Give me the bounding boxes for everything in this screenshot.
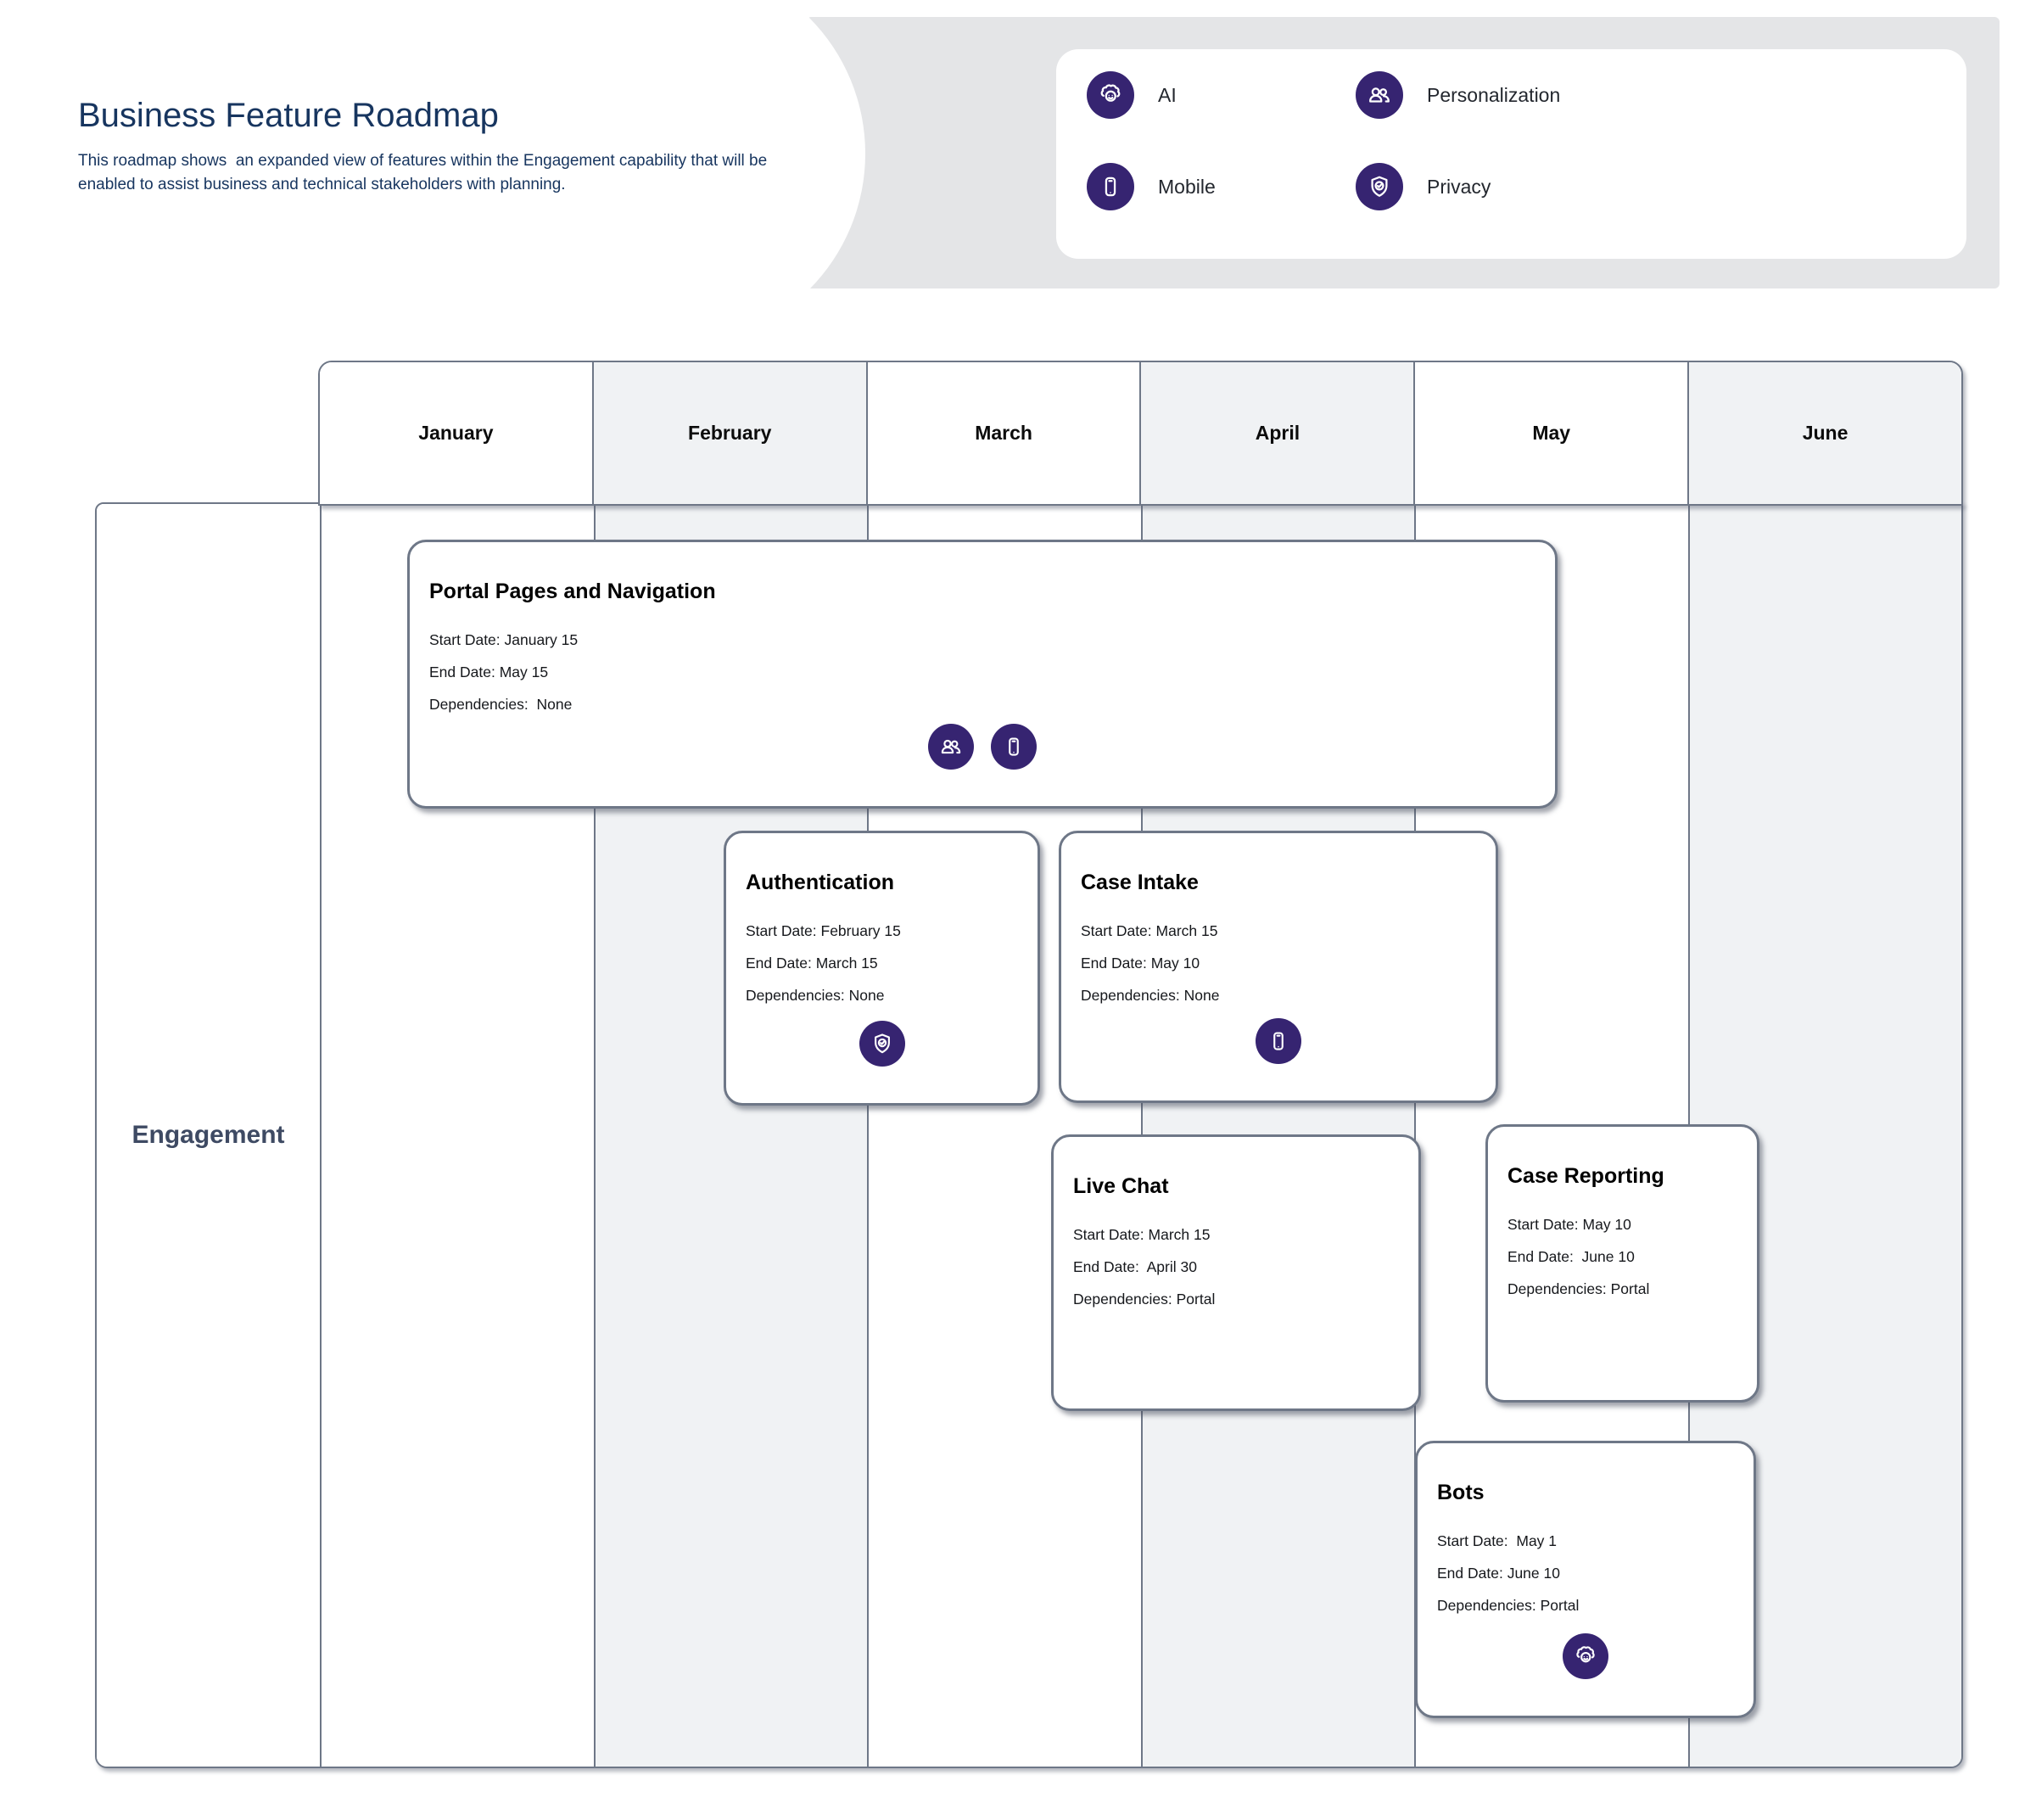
feature-title: Portal Pages and Navigation [429, 580, 716, 603]
mobile-icon [991, 724, 1037, 770]
feature-card-authentication[interactable]: Authentication Start Date: February 15 E… [724, 831, 1040, 1106]
feature-end-date: End Date: March 15 [746, 955, 878, 972]
month-label: March [975, 422, 1032, 444]
feature-end-date: End Date: May 10 [1081, 955, 1200, 972]
feature-title: Case Reporting [1507, 1164, 1664, 1188]
legend-item-privacy: Privacy [1356, 163, 1491, 210]
mobile-icon [1087, 163, 1134, 210]
header-band-notch [480, 0, 865, 346]
feature-end-date: End Date: April 30 [1073, 1258, 1197, 1275]
feature-start-date: Start Date: May 1 [1437, 1532, 1558, 1549]
feature-end-date: End Date: June 10 [1507, 1248, 1635, 1265]
feature-dependencies: Dependencies: Portal [1437, 1597, 1580, 1614]
personalization-icon [928, 724, 974, 770]
feature-dependencies: Dependencies: None [1081, 987, 1220, 1004]
legend-item-ai: AI [1087, 71, 1177, 119]
legend-item-personalization: Personalization [1356, 71, 1560, 119]
privacy-icon [1356, 163, 1403, 210]
feature-icon-row [1418, 1633, 1754, 1679]
legend-item-mobile: Mobile [1087, 163, 1216, 210]
ai-icon [1087, 71, 1134, 119]
feature-dependencies: Dependencies: None [746, 987, 885, 1004]
feature-title: Case Intake [1081, 871, 1199, 894]
feature-dependencies: Dependencies: Portal [1073, 1291, 1216, 1308]
feature-icon-row [1061, 1018, 1496, 1064]
month-label: April [1255, 422, 1300, 444]
title-block: Business Feature Roadmap This roadmap sh… [78, 95, 767, 197]
feature-card-case-reporting[interactable]: Case Reporting Start Date: May 10 End Da… [1485, 1124, 1759, 1403]
legend-label-ai: AI [1158, 83, 1177, 106]
legend-label-privacy: Privacy [1427, 175, 1491, 198]
page-subtitle-line1: This roadmap shows an expanded view of f… [78, 152, 768, 170]
month-cell-june: June [1689, 362, 1961, 504]
feature-card-portal-pages-and-navigation[interactable]: Portal Pages and Navigation Start Date: … [407, 540, 1558, 809]
feature-start-date: Start Date: March 15 [1081, 922, 1218, 939]
personalization-icon [1356, 71, 1403, 119]
feature-icon-row [726, 1021, 1038, 1067]
month-label: June [1802, 422, 1849, 444]
month-cell-may: May [1415, 362, 1690, 504]
page-title: Business Feature Roadmap [78, 97, 499, 134]
feature-icon-row [410, 724, 1555, 770]
mobile-icon [1256, 1018, 1301, 1064]
month-cell-april: April [1141, 362, 1416, 504]
month-label: January [418, 422, 494, 444]
feature-start-date: Start Date: February 15 [746, 922, 901, 939]
feature-end-date: End Date: June 10 [1437, 1565, 1560, 1582]
feature-end-date: End Date: May 15 [429, 664, 549, 680]
month-label: February [688, 422, 772, 444]
page-subtitle-line2: enabled to assist business and technical… [78, 176, 566, 193]
feature-start-date: Start Date: January 15 [429, 631, 579, 648]
row-label: Engagement [131, 1121, 285, 1149]
feature-dependencies: Dependencies: None [429, 696, 573, 713]
feature-title: Bots [1437, 1481, 1485, 1504]
month-cell-january: January [320, 362, 594, 504]
feature-card-live-chat[interactable]: Live Chat Start Date: March 15 End Date:… [1051, 1134, 1421, 1411]
month-label: May [1532, 422, 1571, 444]
legend-label-personalization: Personalization [1427, 83, 1561, 106]
timeline-month-header: January February March April May June [318, 361, 1963, 506]
feature-card-case-intake[interactable]: Case Intake Start Date: March 15 End Dat… [1059, 831, 1498, 1103]
row-label-cell-engagement: Engagement [97, 504, 322, 1767]
ai-icon [1563, 1633, 1608, 1679]
legend-card: AI Personalization Mobile [1056, 49, 1966, 259]
feature-start-date: Start Date: May 10 [1507, 1216, 1631, 1233]
feature-title: Live Chat [1073, 1174, 1169, 1198]
feature-title: Authentication [746, 871, 894, 894]
feature-start-date: Start Date: March 15 [1073, 1226, 1211, 1243]
privacy-icon [859, 1021, 905, 1067]
feature-card-bots[interactable]: Bots Start Date: May 1 End Date: June 10… [1415, 1441, 1756, 1718]
month-cell-february: February [593, 362, 868, 504]
feature-dependencies: Dependencies: Portal [1507, 1280, 1650, 1297]
month-cell-march: March [867, 362, 1142, 504]
legend-label-mobile: Mobile [1158, 175, 1216, 198]
